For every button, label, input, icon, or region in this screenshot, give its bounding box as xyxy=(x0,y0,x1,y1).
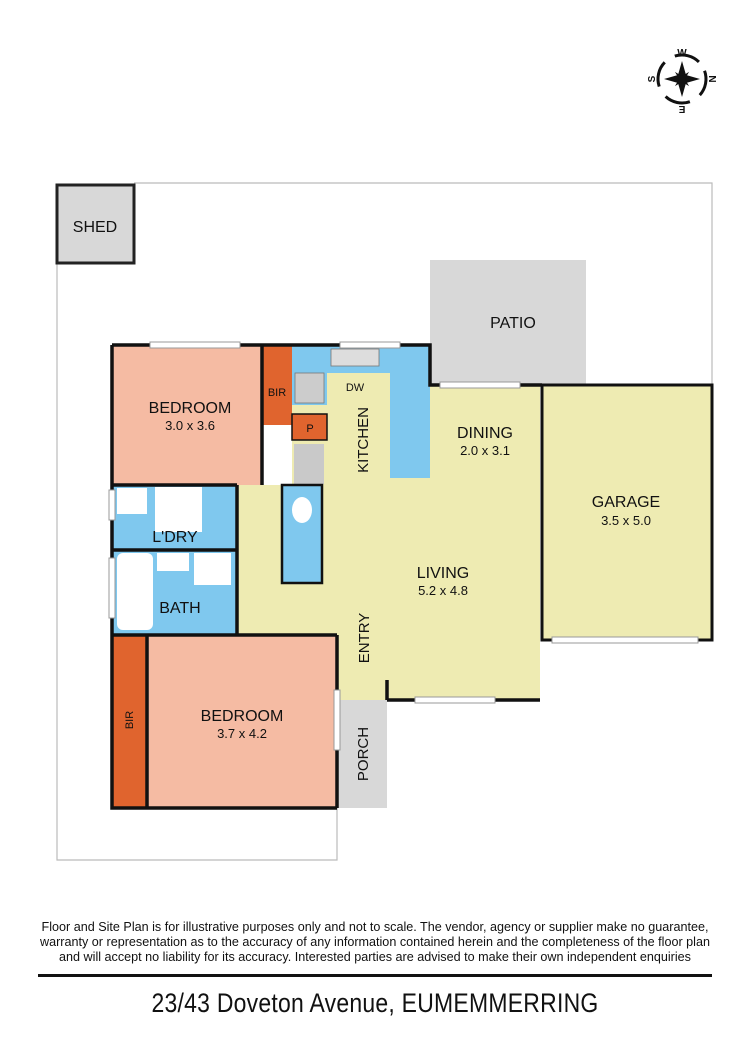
vanity xyxy=(157,553,189,571)
garage-size: 3.5 x 5.0 xyxy=(601,513,651,528)
dishwasher-label: DW xyxy=(346,382,365,394)
garage-label: GARAGE xyxy=(592,494,660,511)
fridge xyxy=(294,444,324,484)
porch xyxy=(337,700,387,808)
compass-w: W xyxy=(677,48,687,59)
porch-label: PORCH xyxy=(355,727,372,781)
living-size: 5.2 x 4.8 xyxy=(418,583,468,598)
kitchen-bench xyxy=(292,345,430,478)
bedroom-1-label: BEDROOM xyxy=(149,400,232,417)
property-address: 23/43 Doveton Avenue, EUMEMMERRING xyxy=(151,988,599,1018)
shed xyxy=(55,183,136,265)
toilet-room xyxy=(280,483,324,585)
bath-label: BATH xyxy=(159,600,200,617)
bedroom-2-size: 3.7 x 4.2 xyxy=(217,726,267,741)
dining-size: 2.0 x 3.1 xyxy=(460,443,510,458)
patio xyxy=(430,260,586,385)
divider xyxy=(38,974,712,977)
compass-e: E xyxy=(678,103,685,114)
compass-n: N xyxy=(706,75,717,82)
garage xyxy=(540,383,714,642)
compass-s: S xyxy=(647,75,658,82)
dining-label: DINING xyxy=(457,425,513,442)
shed-label: SHED xyxy=(73,219,117,236)
bir-1 xyxy=(262,345,292,425)
compass-icon: W N E S xyxy=(647,48,717,114)
disclaimer-line: warranty or representation as to the acc… xyxy=(40,935,710,949)
site-boundary xyxy=(134,182,713,385)
kitchen-label: KITCHEN xyxy=(355,407,372,473)
disclaimer-line: and will accept no liability for its acc… xyxy=(59,950,691,964)
site-boundary-left xyxy=(56,263,338,861)
entry-label: ENTRY xyxy=(356,613,373,664)
bir-2-label: BIR xyxy=(124,711,136,729)
walls xyxy=(110,343,542,810)
bedroom-1-size: 3.0 x 3.6 xyxy=(165,418,215,433)
disclaimer-line: Floor and Site Plan is for illustrative … xyxy=(41,920,709,934)
living-label: LIVING xyxy=(417,565,469,582)
sink xyxy=(330,348,380,367)
garage-door xyxy=(551,636,699,644)
bathtub xyxy=(117,553,153,630)
patio-label: PATIO xyxy=(490,315,536,332)
pantry-label: P xyxy=(306,423,313,435)
bir-1-label: BIR xyxy=(268,387,286,399)
shower xyxy=(194,553,231,585)
toilet-icon xyxy=(292,497,312,523)
bedroom-2-label: BEDROOM xyxy=(201,708,284,725)
disclaimer: Floor and Site Plan is for illustrative … xyxy=(30,920,720,965)
laundry-tub xyxy=(117,488,147,514)
windows xyxy=(108,341,521,751)
bedroom-2 xyxy=(147,635,337,808)
laundry-label: L'DRY xyxy=(152,529,198,546)
washer xyxy=(155,487,202,532)
bir-2 xyxy=(112,635,147,808)
bedroom-1 xyxy=(112,345,262,485)
cooktop xyxy=(294,372,325,404)
pantry xyxy=(291,413,328,441)
